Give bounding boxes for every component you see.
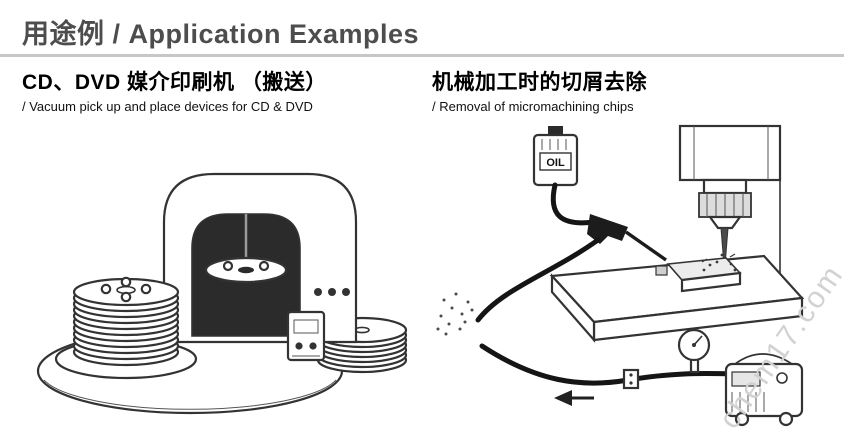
oil-bottle: OIL — [532, 126, 579, 187]
example-right: 机械加工时的切屑去除 / Removal of micromachining c… — [432, 66, 834, 430]
chips — [701, 253, 737, 272]
vacuum-pump — [724, 353, 804, 427]
example-left-subheading: / Vacuum pick up and place devices for C… — [22, 99, 313, 114]
header-divider — [0, 54, 844, 57]
pressure-gauge — [677, 328, 711, 374]
example-right-heading: 机械加工时的切屑去除 — [432, 71, 647, 94]
page-header: 用途例 / Application Examples — [0, 0, 844, 60]
discharge-hose — [436, 237, 601, 336]
drill-bit — [720, 227, 729, 273]
inline-coupler — [622, 368, 640, 390]
page-title: 用途例 / Application Examples — [22, 19, 420, 49]
oil-label: OIL — [546, 157, 565, 169]
cd-machine-illustration — [22, 124, 422, 424]
cd-stack-left — [54, 276, 198, 380]
flow-arrow-icon — [554, 390, 594, 406]
chip-spray — [436, 292, 474, 336]
workpiece — [655, 253, 742, 293]
printer-body — [162, 172, 358, 344]
stack-holder — [100, 276, 152, 303]
chip-removal-svg: OIL — [436, 124, 805, 427]
panel-dots — [314, 288, 350, 296]
transfer-hose — [479, 343, 737, 406]
example-right-subheading: / Removal of micromachining chips — [432, 99, 634, 114]
suction-cd — [204, 214, 288, 284]
machine-column — [678, 124, 782, 274]
example-left-heading: CD、DVD 媒介印刷机 （搬送） — [22, 71, 327, 94]
blow-gun — [550, 182, 667, 262]
chip-removal-illustration: OIL — [432, 124, 834, 430]
cd-machine-svg — [36, 172, 408, 415]
example-left: CD、DVD 媒介印刷机 （搬送） / Vacuum pick up and p… — [22, 66, 422, 424]
pump-unit — [286, 310, 326, 362]
